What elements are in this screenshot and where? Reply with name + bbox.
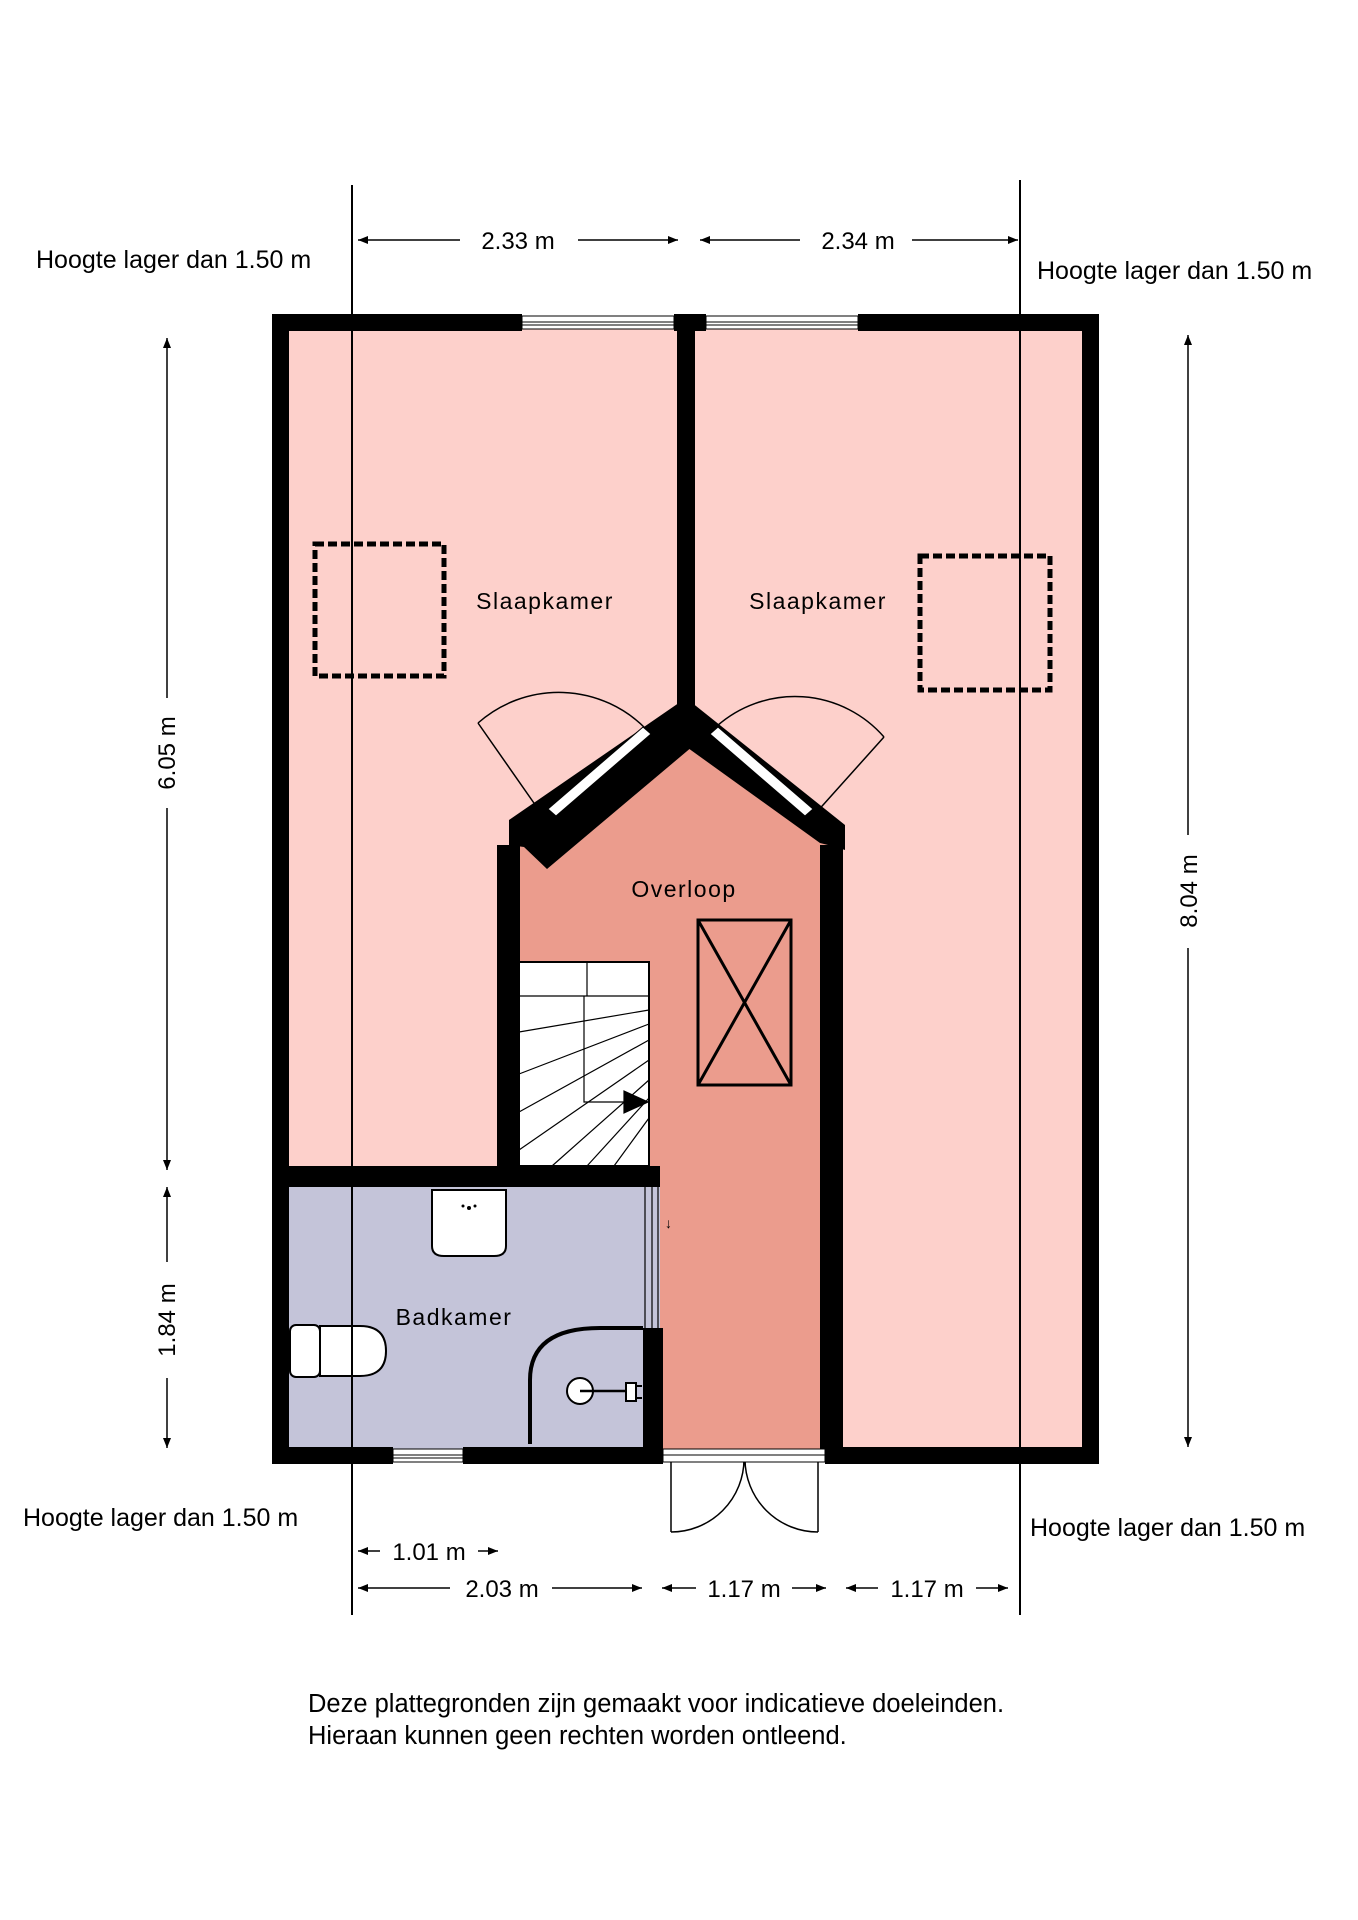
sink	[431, 1189, 507, 1257]
door-arrow-icon: ↓	[665, 1215, 672, 1231]
room-label-bedroom-left: Slaapkamer	[476, 588, 614, 614]
dimension-left-upper: 6.05 m	[154, 338, 181, 1170]
dimension-label: 2.03 m	[465, 1576, 538, 1603]
room-label-landing: Overloop	[631, 876, 736, 902]
height-note-top-right: Hoogte lager dan 1.50 m	[1037, 257, 1312, 285]
height-note-top-left: Hoogte lager dan 1.50 m	[36, 246, 311, 274]
dimension-bottom-right: 1.17 m	[846, 1576, 1008, 1603]
windows	[392, 315, 859, 1463]
staircase	[518, 961, 650, 1167]
dimension-label: 8.04 m	[1176, 854, 1203, 927]
dimension-right: 8.04 m	[1176, 335, 1203, 1447]
stair-arrow-icon	[623, 1090, 650, 1114]
skylight-left	[312, 541, 447, 679]
dimension-top-right: 2.34 m	[700, 228, 1018, 255]
disclaimer-line-1: Deze plattegronden zijn gemaakt voor ind…	[308, 1690, 1005, 1718]
dimension-left-lower: 1.84 m	[154, 1187, 181, 1448]
dimension-bottom-mid: 1.17 m	[662, 1576, 826, 1603]
landing-floor	[509, 705, 830, 1450]
dimension-bottom-short: 1.01 m	[358, 1539, 498, 1566]
shower	[528, 1326, 643, 1444]
skylight-right	[917, 553, 1053, 693]
dimension-label: 1.17 m	[707, 1576, 780, 1603]
height-note-bottom-left: Hoogte lager dan 1.50 m	[23, 1504, 298, 1532]
disclaimer-line-2: Hieraan kunnen geen rechten worden ontle…	[308, 1722, 847, 1750]
dimension-label: 6.05 m	[154, 716, 181, 789]
dimension-bottom-left: 2.03 m	[358, 1576, 642, 1603]
dimension-top-left: 2.33 m	[358, 228, 678, 255]
window-top-right	[705, 315, 859, 330]
dimension-label: 1.84 m	[154, 1283, 181, 1356]
room-label-bedroom-right: Slaapkamer	[749, 588, 887, 614]
dimension-label: 2.34 m	[821, 228, 894, 255]
walls	[272, 314, 1099, 1464]
dimension-label: 1.01 m	[392, 1539, 465, 1566]
window-bathroom	[392, 1448, 464, 1463]
toilet	[289, 1324, 388, 1378]
room-label-bathroom: Badkamer	[396, 1304, 513, 1330]
height-note-bottom-right: Hoogte lager dan 1.50 m	[1030, 1514, 1305, 1542]
dimension-label: 2.33 m	[481, 228, 554, 255]
attic-hatch	[696, 918, 793, 1087]
door-frame-left	[547, 726, 652, 817]
door-frame-entrance	[662, 1448, 826, 1463]
door-bathroom	[644, 1186, 659, 1328]
disclaimer: Deze plattegronden zijn gemaakt voor ind…	[308, 1688, 1004, 1752]
dimension-label: 1.17 m	[890, 1576, 963, 1603]
window-top-left	[521, 315, 675, 330]
door-frame-right	[709, 726, 814, 817]
door-entrance	[670, 1458, 819, 1533]
